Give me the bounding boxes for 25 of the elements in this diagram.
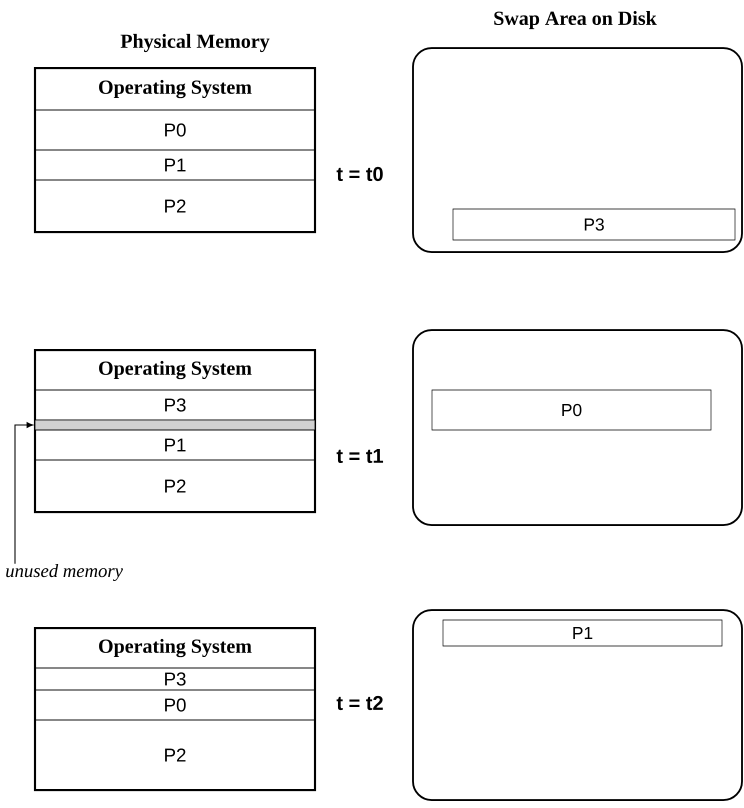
time-label: t = t0	[336, 166, 383, 182]
segment-box: P2	[34, 180, 316, 232]
segment-box: P2	[34, 460, 316, 512]
process-box: P1	[442, 620, 722, 646]
caption-text: unused memory	[6, 564, 123, 581]
segment-box: Operating System	[34, 628, 316, 668]
segment-box: P0	[34, 690, 316, 720]
memory-box	[34, 66, 316, 234]
segment-box: P1	[34, 430, 316, 460]
segment-box: P1	[34, 150, 316, 180]
heading: Swap Area on Disk	[494, 10, 657, 30]
unused-bar	[34, 420, 316, 430]
time-label: t = t1	[336, 449, 384, 463]
segment-box: Operating System	[34, 350, 316, 390]
segment-box: Operating System	[34, 68, 316, 110]
memory-box	[34, 626, 316, 792]
segment-box: P3	[34, 668, 316, 690]
leader-line	[14, 422, 34, 564]
process-box: P0	[432, 390, 712, 430]
segment-box: P2	[34, 720, 316, 790]
process-box: P3	[452, 208, 736, 240]
memory-box	[34, 348, 316, 514]
heading: Physical Memory	[120, 34, 270, 52]
time-label: t = t2	[336, 696, 383, 710]
segment-box: P0	[34, 110, 316, 150]
